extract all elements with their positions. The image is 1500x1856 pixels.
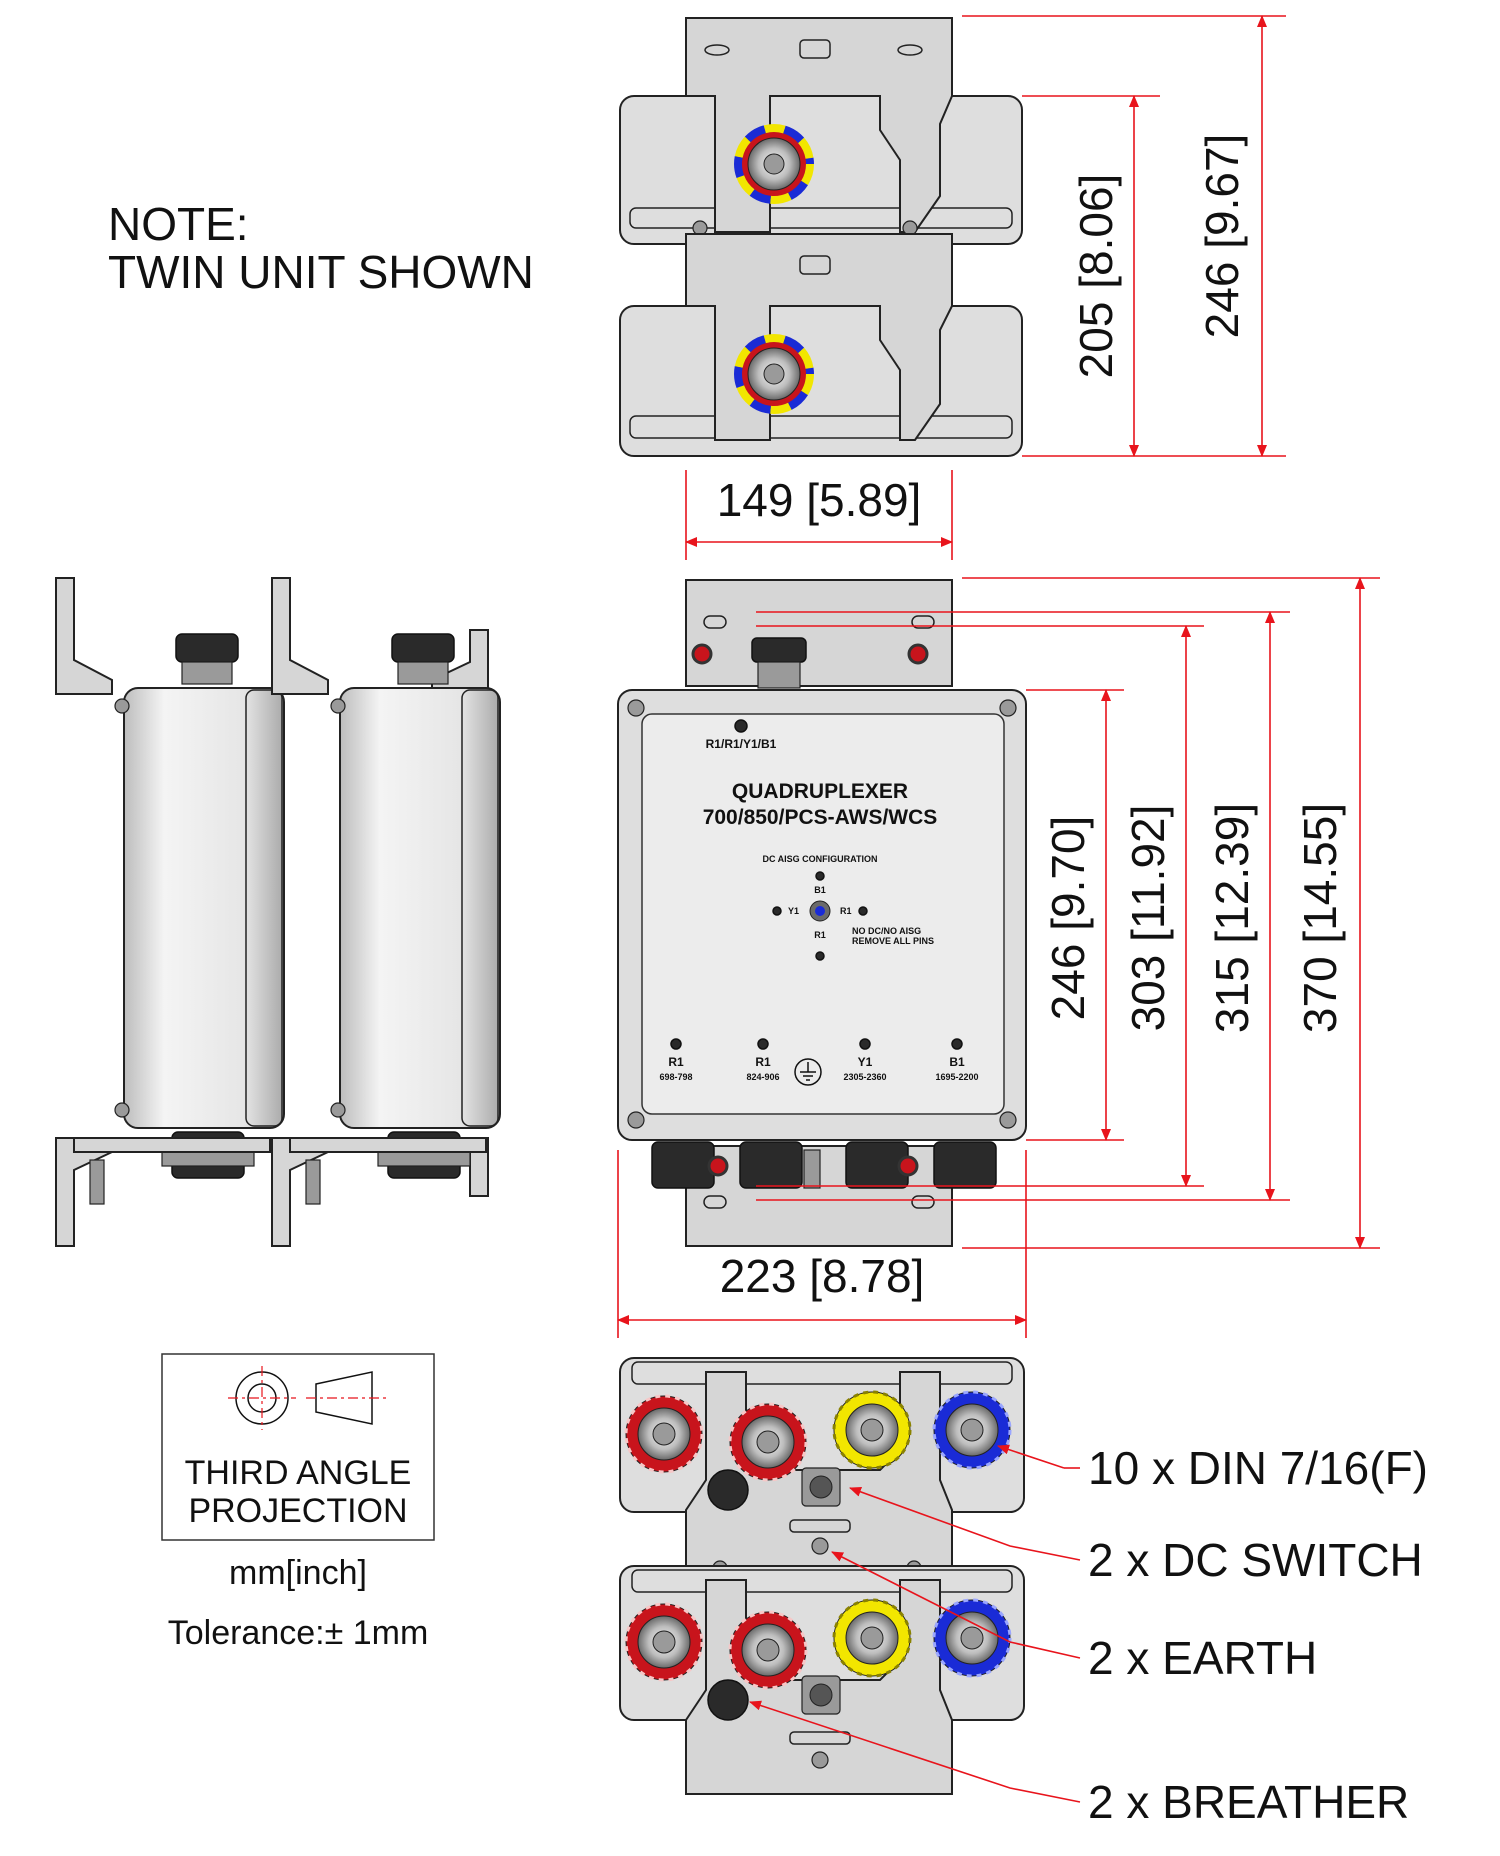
dim-front-h4: 370 [14.55] — [1294, 803, 1346, 1033]
projection-symbol: THIRD ANGLE PROJECTION — [161, 1353, 435, 1541]
bottom-upper-earth-icon — [811, 1537, 829, 1555]
bottom-upper-din-4-icon — [932, 1390, 1012, 1470]
bottom-upper-din-1-icon — [624, 1394, 704, 1474]
dim-top-height-outer: 246 [9.67] — [1196, 134, 1248, 339]
bottom-lower-breather-icon — [707, 1679, 749, 1721]
bottom-lower-din-1-icon — [624, 1602, 704, 1682]
port-3-range: 2305-2360 — [843, 1072, 886, 1082]
top-view-dimensions: 205 [8.06] 246 [9.67] 149 [5.89] — [685, 15, 1286, 560]
note-text: TWIN UNIT SHOWN — [108, 246, 534, 298]
port-3-name: Y1 — [858, 1055, 873, 1069]
callout-earth: 2 x EARTH — [1088, 1632, 1317, 1684]
aisg-note-line2: REMOVE ALL PINS — [852, 936, 934, 946]
top-upper-connector-icon — [734, 124, 814, 204]
bottom-lower-din-2-icon — [728, 1610, 808, 1690]
projection-circles-icon — [228, 1366, 296, 1430]
bottom-upper-breather-icon — [707, 1469, 749, 1511]
dim-front-h1: 246 [9.70] — [1042, 816, 1094, 1021]
bottom-view — [619, 1357, 1025, 1795]
tolerance-label: Tolerance:± 1mm — [168, 1614, 429, 1652]
panel-aisg-title: DC AISG CONFIGURATION — [763, 854, 878, 864]
dim-top-height-inner: 205 [8.06] — [1070, 174, 1122, 379]
port-4-range: 1695-2200 — [935, 1072, 978, 1082]
bottom-lower-din-4-icon — [932, 1598, 1012, 1678]
port-2-name: R1 — [755, 1055, 771, 1069]
bottom-upper-din-2-icon — [728, 1402, 808, 1482]
callout-dc-switch: 2 x DC SWITCH — [1088, 1534, 1423, 1586]
projection-cone-icon — [306, 1371, 386, 1425]
bottom-upper-dc-switch-icon — [801, 1467, 841, 1507]
aisg-pin-b1: B1 — [814, 885, 826, 895]
aisg-pin-r1-bottom: R1 — [814, 930, 826, 940]
note-title: NOTE: — [108, 198, 249, 250]
projection-line1: THIRD ANGLE — [185, 1454, 412, 1492]
dim-front-h2: 303 [11.92] — [1122, 805, 1174, 1032]
units-label: mm[inch] — [229, 1554, 367, 1592]
port-2-range: 824-906 — [746, 1072, 779, 1082]
dim-front-width: 223 [8.78] — [720, 1250, 925, 1302]
callout-din: 10 x DIN 7/16(F) — [1088, 1442, 1428, 1494]
top-view-upper-unit — [619, 17, 1023, 245]
aisg-note-line1: NO DC/NO AISG — [852, 926, 921, 936]
bottom-view-upper-unit — [619, 1357, 1025, 1581]
callout-breather: 2 x BREATHER — [1088, 1776, 1409, 1828]
dim-front-h3: 315 [12.39] — [1206, 803, 1258, 1033]
dim-top-width: 149 [5.89] — [717, 474, 922, 526]
aisg-pin-r1-right: R1 — [840, 906, 852, 916]
top-view — [619, 17, 1023, 457]
side-view-left-unit — [55, 577, 285, 1247]
side-view — [55, 577, 501, 1247]
bottom-upper-din-3-icon — [832, 1390, 912, 1470]
aisg-pin-y1: Y1 — [788, 906, 799, 916]
port-1-name: R1 — [668, 1055, 684, 1069]
top-view-lower-unit — [619, 233, 1023, 457]
side-view-right-unit — [271, 577, 501, 1247]
panel-port-label: R1/R1/Y1/B1 — [706, 737, 777, 751]
top-lower-connector-icon — [734, 334, 814, 414]
front-view: R1/R1/Y1/B1 QUADRUPLEXER 700/850/PCS-AWS… — [617, 579, 1027, 1247]
earth-symbol-icon — [794, 1058, 822, 1086]
port-4-name: B1 — [949, 1055, 965, 1069]
panel-title-line1: QUADRUPLEXER — [732, 780, 908, 803]
front-view-dimensions: 246 [9.70] 303 [11.92] 315 [12.39] 370 [… — [617, 577, 1380, 1338]
bottom-view-lower-unit — [619, 1565, 1025, 1795]
bottom-lower-dc-switch-icon — [801, 1675, 841, 1715]
callout-leaders — [749, 1444, 1081, 1803]
port-1-range: 698-798 — [659, 1072, 692, 1082]
panel-title-line2: 700/850/PCS-AWS/WCS — [703, 806, 938, 829]
projection-line2: PROJECTION — [188, 1492, 407, 1530]
bottom-lower-din-3-icon — [832, 1598, 912, 1678]
